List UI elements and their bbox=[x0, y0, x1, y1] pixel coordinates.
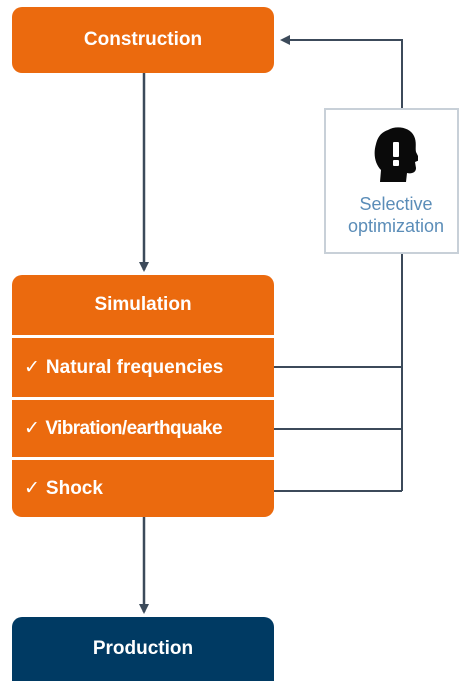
head-with-exclamation-icon bbox=[374, 127, 418, 182]
construction-node: Construction bbox=[12, 7, 274, 73]
simulation-item-natural-frequencies: ✓ Natural frequencies bbox=[12, 338, 274, 397]
simulation-item-label: Natural frequencies bbox=[45, 356, 224, 378]
check-icon: ✓ bbox=[24, 418, 40, 439]
feedback-line-to-construction bbox=[280, 35, 403, 108]
simulation-item-label: Vibration/earthquake bbox=[45, 417, 222, 439]
selective-optimization-box: Selective optimization bbox=[324, 108, 459, 254]
construction-label: Construction bbox=[83, 29, 203, 50]
simulation-label: Simulation bbox=[94, 294, 192, 315]
simulation-item-label: Shock bbox=[45, 477, 103, 499]
check-icon: ✓ bbox=[24, 357, 40, 378]
check-icon: ✓ bbox=[24, 478, 40, 499]
simulation-node: Simulation bbox=[12, 275, 274, 335]
selective-optimization-label: Selective optimization bbox=[347, 194, 445, 236]
simulation-item-vibration: ✓ Vibration/earthquake bbox=[12, 400, 274, 457]
simulation-item-shock: ✓ Shock bbox=[12, 460, 274, 517]
production-label: Production bbox=[92, 638, 194, 659]
production-node: Production bbox=[12, 617, 274, 681]
